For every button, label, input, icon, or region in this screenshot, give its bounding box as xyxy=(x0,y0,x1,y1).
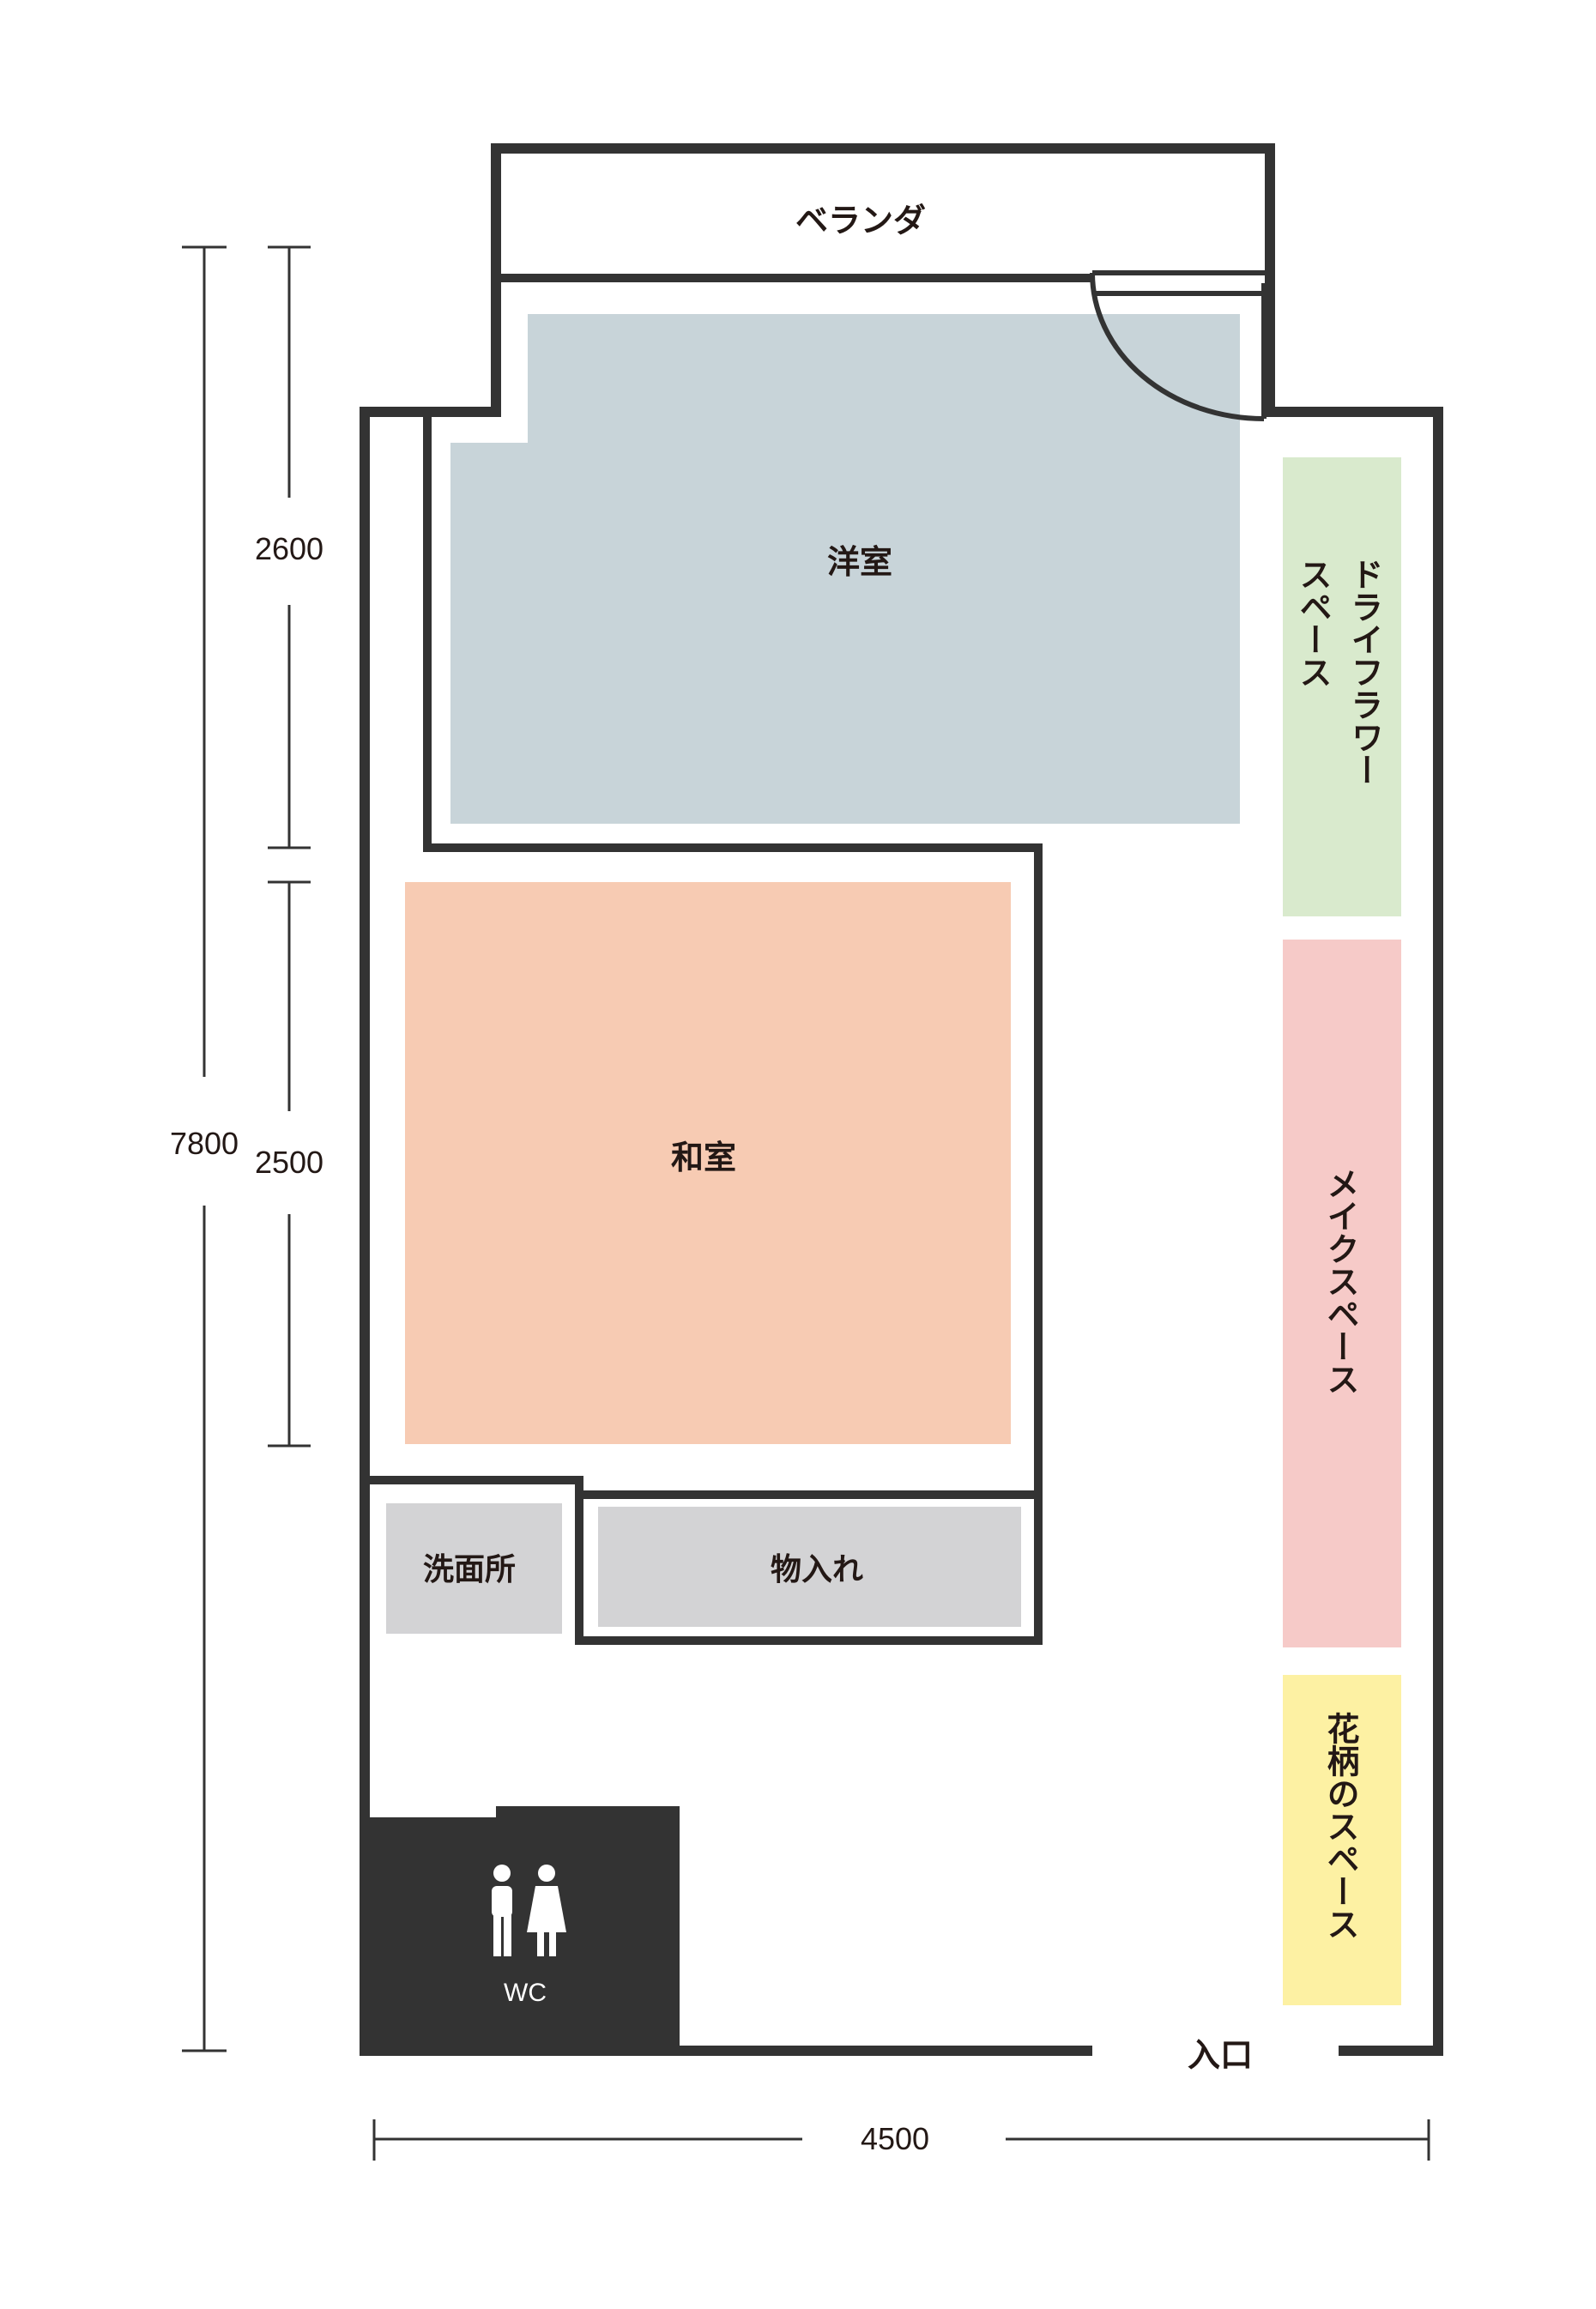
washroom-area xyxy=(386,1503,562,1634)
makeup-label: メイクスペース xyxy=(1321,1167,1359,1395)
japanese-room-area xyxy=(405,882,1011,1444)
makeup-zone xyxy=(1283,940,1401,1647)
entrance-label: 入口 xyxy=(1188,2036,1253,2074)
japanese-room-label: 和室 xyxy=(671,1139,736,1176)
walls xyxy=(360,143,1443,2056)
restroom-icon xyxy=(492,1865,566,1956)
veranda-label: ベランダ xyxy=(795,202,926,239)
western-room-area xyxy=(450,314,1240,824)
western-room-notch xyxy=(450,314,528,443)
balcony-door xyxy=(1090,272,1267,421)
japanese-room-depth-label: 2500 xyxy=(255,1145,323,1180)
dried-flower-label-line2: スペース xyxy=(1294,558,1332,688)
dimension-lines xyxy=(182,245,1430,2161)
toilet-label: WC xyxy=(504,1979,547,2007)
floral-label: 花柄のスペース xyxy=(1321,1712,1359,1940)
closet-area xyxy=(598,1507,1021,1627)
total-height-label: 7800 xyxy=(170,1126,239,1161)
western-room-label: 洋室 xyxy=(827,543,892,581)
dried-flower-label-line1: ドライフラワー xyxy=(1345,558,1383,786)
floral-zone xyxy=(1283,1675,1401,2005)
washroom-label: 洗面所 xyxy=(423,1552,516,1587)
toilet-room xyxy=(365,1806,680,2056)
closet-label: 物入れ xyxy=(771,1552,863,1587)
total-width-label: 4500 xyxy=(861,2121,929,2156)
dried-flower-zone xyxy=(1283,457,1401,916)
western-room-depth-label: 2600 xyxy=(255,531,323,566)
